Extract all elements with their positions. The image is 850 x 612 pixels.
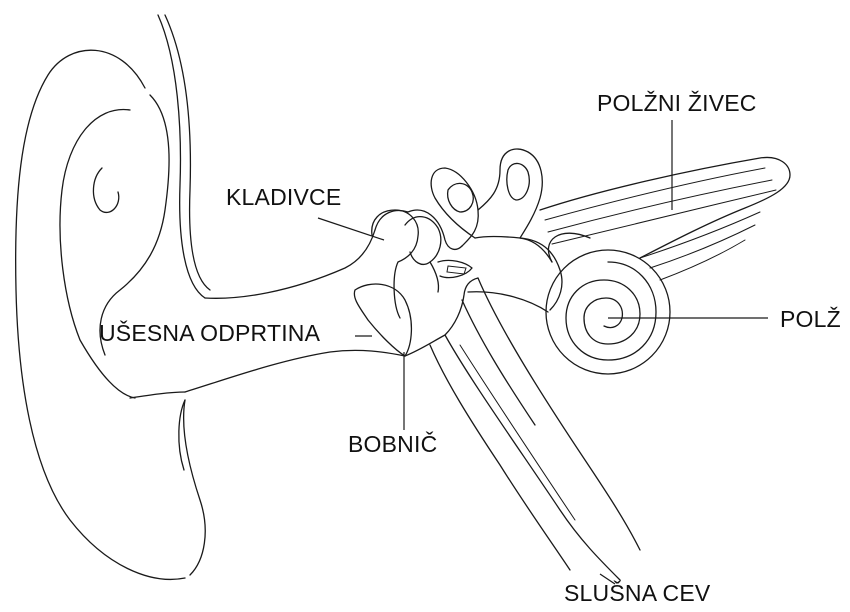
label-eustachian-tube: SLUŠNA CEV <box>564 582 710 605</box>
ear-canal <box>185 230 405 392</box>
label-hammer: KLADIVCE <box>226 186 341 209</box>
label-cochlear-nerve: POLŽNI ŽIVEC <box>597 92 757 115</box>
temporal-bone-outline <box>468 238 562 312</box>
eustachian-tube <box>430 278 640 580</box>
middle-ear-ossicles <box>354 210 478 356</box>
semicircular-canals <box>431 149 552 262</box>
leader-lines <box>318 120 768 584</box>
cochlear-nerve <box>540 157 790 280</box>
label-cochlea: POLŽ <box>780 308 841 331</box>
label-ear-canal: UŠESNA ODPRTINA <box>99 322 320 345</box>
label-eardrum: BOBNIČ <box>348 433 437 456</box>
outer-ear-pinna <box>16 15 210 579</box>
